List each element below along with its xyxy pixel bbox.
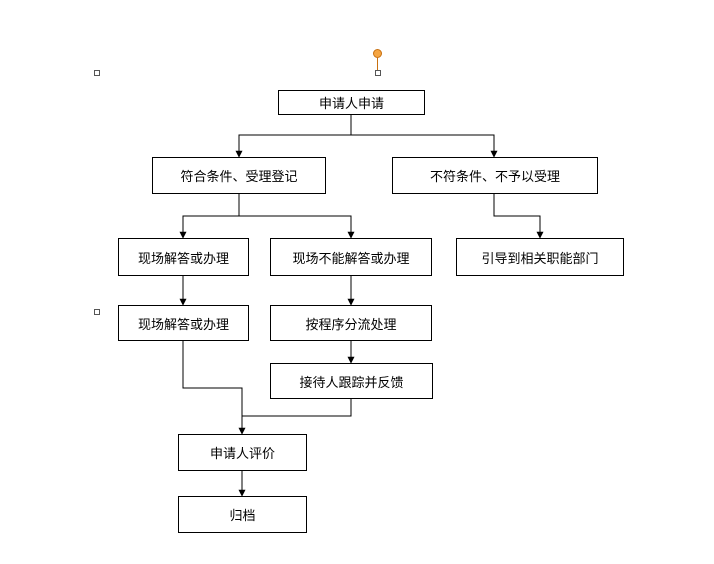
resize-handle-top[interactable] [375,70,381,76]
node-process-by-procedure[interactable]: 按程序分流处理 [270,305,432,341]
node-not-meets-conditions[interactable]: 不符条件、不予以受理 [392,157,598,194]
node-applicant-request[interactable]: 申请人申请 [278,90,425,115]
connector-follow-up-to-evaluation [242,399,352,417]
node-archive[interactable]: 归档 [178,496,307,533]
node-onsite-answer-2[interactable]: 现场解答或办理 [118,305,249,341]
connector-request-to-not-meets [351,134,498,158]
resize-handle-left-top[interactable] [94,70,100,76]
node-meets-conditions[interactable]: 符合条件、受理登记 [152,157,326,194]
rotate-handle-stem [377,58,378,70]
connector-not-meets-to-guide [493,193,544,239]
connector-meets-to-onsite-answer [179,193,240,239]
node-receiver-follow-up[interactable]: 接待人跟踪并反馈 [270,363,433,399]
node-applicant-evaluation[interactable]: 申请人评价 [178,434,307,471]
connector-meets-to-onsite-cannot [239,215,355,239]
node-onsite-answer-1[interactable]: 现场解答或办理 [118,238,249,276]
resize-handle-left-middle[interactable] [94,309,100,315]
node-guide-to-department[interactable]: 引导到相关职能部门 [456,238,624,276]
connector-request-to-meets [235,114,352,158]
node-onsite-cannot-answer[interactable]: 现场不能解答或办理 [270,238,432,276]
connector-answer-2-to-evaluation [182,341,246,435]
rotate-handle[interactable] [373,49,382,58]
